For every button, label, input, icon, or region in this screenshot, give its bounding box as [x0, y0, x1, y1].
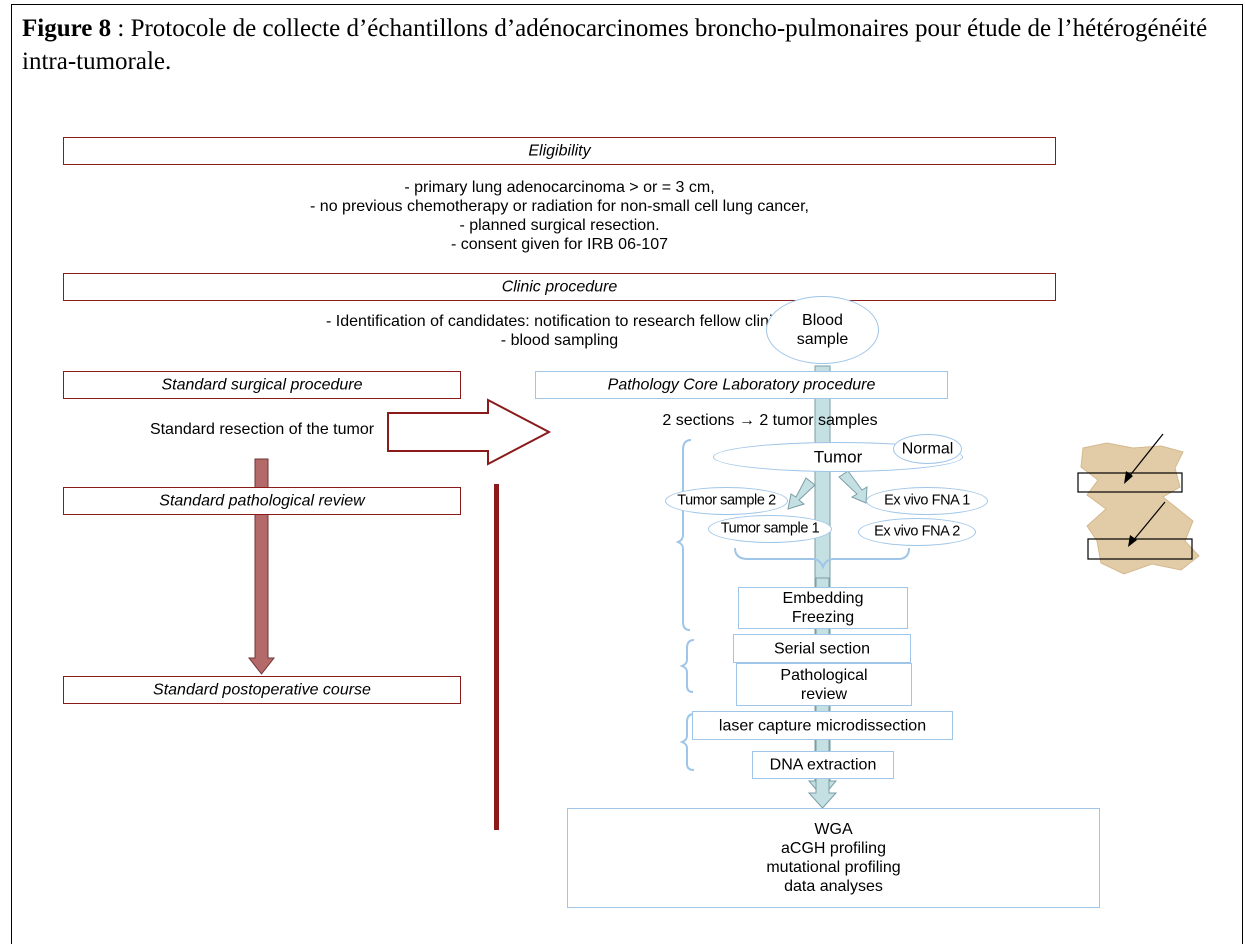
bracket-samples-merge	[734, 547, 910, 570]
figure-label: Figure 8	[22, 15, 112, 42]
standard-postoperative-course-label: Standard postoperative course	[153, 681, 371, 699]
tissue-slice-2	[1087, 538, 1193, 560]
tissue-pointer-1	[1127, 433, 1164, 479]
tumor-sample-2-label: Tumor sample 2	[677, 492, 776, 509]
pathological-review-label: Pathological review	[780, 666, 868, 703]
pathology-core-lab-label: Pathology Core Laboratory procedure	[607, 376, 876, 394]
red-vertical-bar	[494, 484, 499, 830]
ex-vivo-fna-1-ellipse: Ex vivo FNA 1	[866, 487, 988, 515]
serial-section-box: Serial section	[733, 634, 911, 663]
arrow-to-tumor-sample-2	[787, 477, 816, 510]
dna-extraction-box: DNA extraction	[752, 751, 894, 779]
ex-vivo-fna-1-label: Ex vivo FNA 1	[884, 492, 970, 509]
blood-sample-ellipse: Blood sample	[766, 296, 879, 364]
analysis-label: WGA aCGH profiling mutational profiling …	[766, 821, 901, 895]
caption-text: Protocole de collecte d’échantillons d’a…	[22, 15, 1208, 75]
tissue-pointer-2-head	[1128, 535, 1137, 547]
tumor-sample-2-ellipse: Tumor sample 2	[665, 487, 788, 515]
laser-capture-box: laser capture microdissection	[692, 711, 953, 740]
ex-vivo-fna-2-label: Ex vivo FNA 2	[874, 523, 960, 540]
ex-vivo-fna-2-ellipse: Ex vivo FNA 2	[858, 518, 976, 546]
tissue-illustration	[1080, 442, 1200, 575]
pathological-review-box: Pathological review	[736, 663, 912, 706]
clinic-procedure-title: Clinic procedure	[501, 278, 618, 296]
standard-surgical-procedure-label: Standard surgical procedure	[161, 376, 363, 394]
arrow-to-ex-vivo-fna	[838, 470, 868, 504]
serial-section-label: Serial section	[773, 640, 871, 657]
figure-caption: Figure 8 : Protocole de collecte d’échan…	[22, 12, 1234, 78]
eligibility-line-2: - no previous chemotherapy or radiation …	[310, 198, 809, 215]
pathology-core-lab-box: Pathology Core Laboratory procedure	[535, 371, 948, 399]
standard-surgical-procedure-box: Standard surgical procedure	[63, 371, 461, 399]
tissue-slice-1	[1077, 472, 1183, 493]
standard-resection-text: Standard resection of the tumor	[149, 421, 375, 438]
normal-label: Normal	[901, 440, 954, 458]
figure-frame	[11, 4, 1243, 944]
eligibility-line-4: - consent given for IRB 06-107	[450, 236, 668, 253]
eligibility-box: Eligibility	[63, 137, 1056, 165]
normal-ellipse: Normal	[893, 434, 962, 464]
standard-pathological-review-box: Standard pathological review	[63, 487, 461, 515]
standard-pathological-review-label: Standard pathological review	[159, 492, 365, 510]
embedding-freezing-box: Embedding Freezing	[738, 587, 908, 629]
clinic-line-2: - blood sampling	[500, 332, 619, 349]
bracket-sampling	[675, 439, 692, 631]
blood-sample-label: Blood sample	[796, 312, 849, 348]
caption-separator: :	[111, 15, 131, 42]
laser-capture-label: laser capture microdissection	[718, 717, 927, 734]
transfer-arrow	[387, 398, 552, 466]
clinic-line-1: - Identification of candidates: notifica…	[326, 313, 793, 330]
tissue-pointer-1-head	[1124, 471, 1133, 484]
analysis-box: WGA aCGH profiling mutational profiling …	[567, 808, 1100, 908]
eligibility-title: Eligibility	[528, 142, 591, 160]
bracket-sectioning	[679, 639, 695, 693]
standard-postoperative-course-box: Standard postoperative course	[63, 676, 461, 704]
tissue-pointer-2	[1131, 501, 1166, 543]
embedding-freezing-label: Embedding Freezing	[782, 590, 864, 626]
eligibility-line-1: - primary lung adenocarcinoma > or = 3 c…	[404, 179, 715, 196]
tumor-sample-1-ellipse: Tumor sample 1	[708, 515, 832, 543]
dna-extraction-label: DNA extraction	[769, 756, 877, 774]
tumor-label: Tumor	[813, 447, 863, 467]
sections-text: 2 sections → 2 tumor samples	[662, 412, 878, 429]
bracket-extraction	[679, 713, 695, 771]
clinic-procedure-box: Clinic procedure	[63, 273, 1056, 301]
tumor-sample-1-label: Tumor sample 1	[720, 520, 820, 537]
eligibility-line-3: - planned surgical resection.	[459, 217, 660, 234]
